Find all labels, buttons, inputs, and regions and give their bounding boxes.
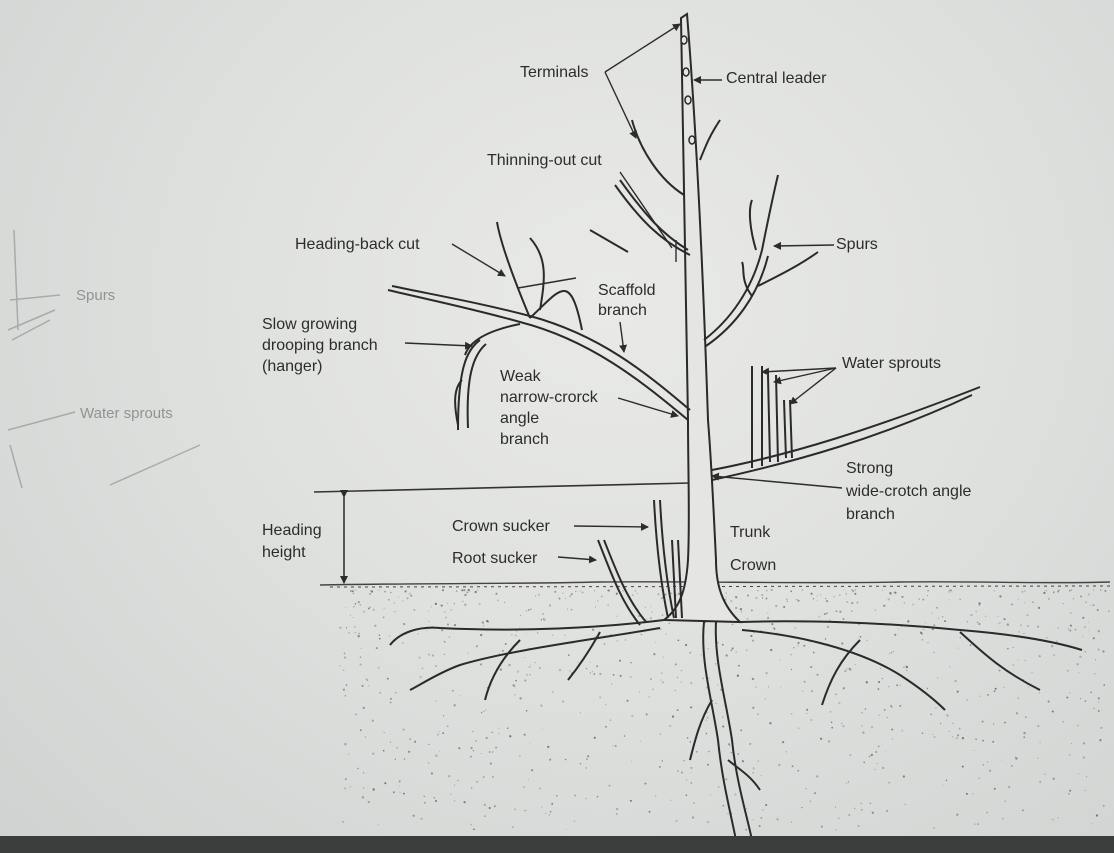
label-weak-line2: narrow-crorck <box>500 387 598 408</box>
label-root-sucker: Root sucker <box>452 548 537 569</box>
hanger-branch <box>455 340 486 430</box>
label-weak-line4: branch <box>500 429 549 450</box>
right-spur-branch <box>700 120 818 346</box>
label-slow-growing-line1: Slow growing <box>262 314 357 335</box>
faded-label-water-sprouts: Water sprouts <box>80 404 173 424</box>
label-terminals: Terminals <box>520 62 588 83</box>
label-weak-line3: angle <box>500 408 539 429</box>
label-central-leader: Central leader <box>726 68 827 89</box>
photo-bottom-edge <box>0 836 1114 853</box>
label-strong-line1: Strong <box>846 458 893 479</box>
label-trunk: Trunk <box>730 522 770 543</box>
faded-label-spurs: Spurs <box>76 286 115 306</box>
water-sprouts-drawing <box>752 366 792 468</box>
faded-left-sketch <box>8 230 200 488</box>
label-strong-line3: branch <box>846 504 895 525</box>
suckers-drawing <box>598 500 682 625</box>
label-weak-line1: Weak <box>500 366 541 387</box>
label-scaffold-line1: Scaffold <box>598 280 656 301</box>
label-crown-sucker: Crown sucker <box>452 516 550 537</box>
label-scaffold-line2: branch <box>598 300 647 321</box>
upper-left-branches <box>590 120 690 255</box>
label-crown: Crown <box>730 555 776 576</box>
label-heading-height-line2: height <box>262 542 306 563</box>
label-spurs: Spurs <box>836 234 878 255</box>
label-heading-height-line1: Heading <box>262 520 322 541</box>
label-strong-line2: wide-crotch angle <box>846 481 971 502</box>
label-water-sprouts: Water sprouts <box>842 353 941 374</box>
label-thinning-out-cut: Thinning-out cut <box>487 150 602 171</box>
soil-stipple <box>339 589 1109 831</box>
label-slow-growing-line3: (hanger) <box>262 356 322 377</box>
label-heading-back-cut: Heading-back cut <box>295 234 420 255</box>
label-slow-growing-line2: drooping branch <box>262 335 378 356</box>
